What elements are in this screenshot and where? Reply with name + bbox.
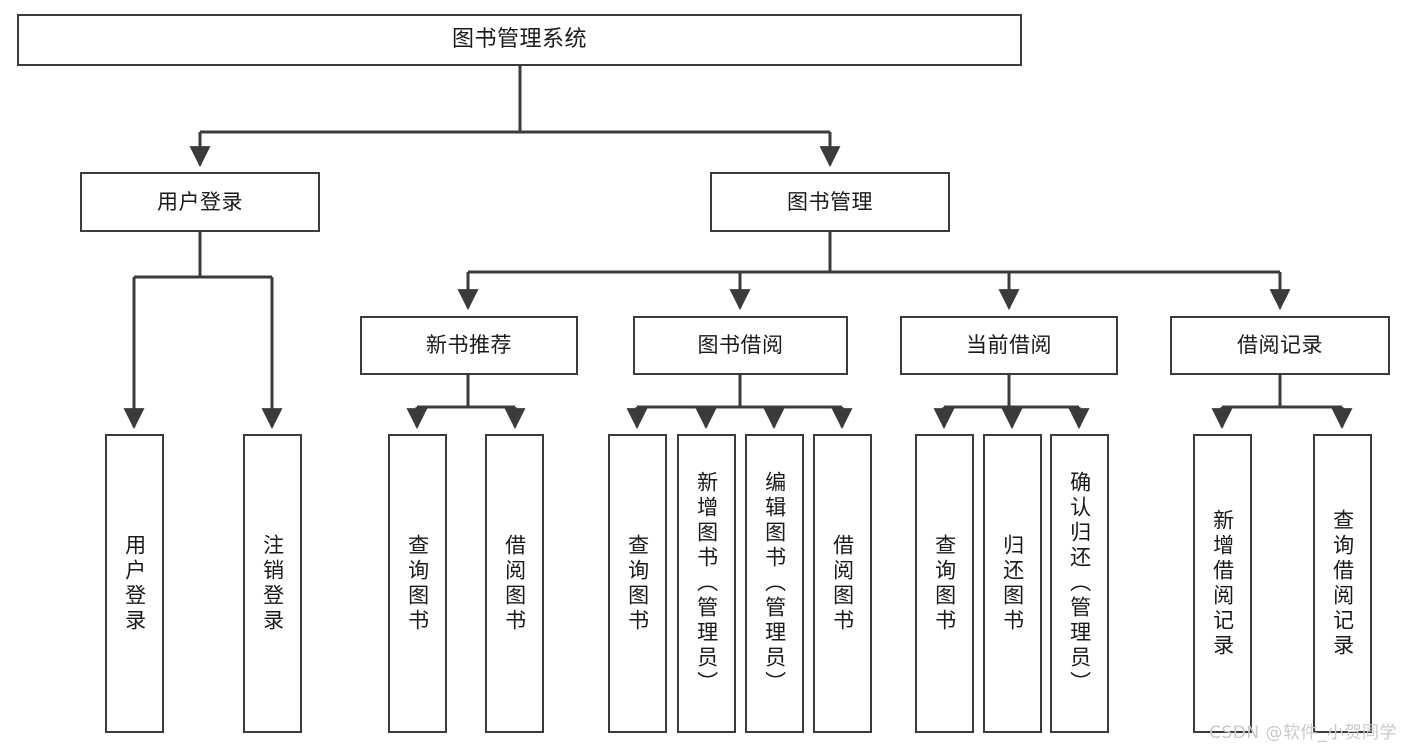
watermark-text: CSDN @软件_小贺同学 <box>1209 723 1397 743</box>
node-leaf-query-record[interactable]: 查询借阅记录 <box>1313 434 1372 733</box>
node-label: 编辑图书（管理员） <box>762 471 787 696</box>
node-label: 借阅图书 <box>502 533 527 634</box>
node-book-borrow[interactable]: 图书借阅 <box>633 316 848 375</box>
node-new-book-recommend[interactable]: 新书推荐 <box>360 316 578 375</box>
node-label: 注销登录 <box>260 533 285 634</box>
node-label: 图书借阅 <box>697 333 784 358</box>
node-label: 用户登录 <box>122 533 147 634</box>
node-leaf-confirm-return[interactable]: 确认归还（管理员） <box>1050 434 1109 733</box>
node-leaf-query-book-2[interactable]: 查询图书 <box>608 434 667 733</box>
node-label: 确认归还（管理员） <box>1067 471 1092 696</box>
node-label: 新增图书（管理员） <box>694 471 719 696</box>
node-label: 图书管理 <box>787 189 873 214</box>
node-leaf-return-book[interactable]: 归还图书 <box>983 434 1042 733</box>
node-label: 用户登录 <box>157 189 243 214</box>
node-leaf-user-login[interactable]: 用户登录 <box>105 434 164 733</box>
node-user-login[interactable]: 用户登录 <box>80 172 320 232</box>
node-label: 归还图书 <box>1000 533 1025 634</box>
node-current-borrow[interactable]: 当前借阅 <box>900 316 1118 375</box>
node-label: 借阅图书 <box>830 533 855 634</box>
node-book-management-system[interactable]: 图书管理系统 <box>17 14 1022 66</box>
node-leaf-query-book-1[interactable]: 查询图书 <box>388 434 447 733</box>
node-label: 查询图书 <box>932 533 957 634</box>
node-leaf-edit-book[interactable]: 编辑图书（管理员） <box>745 434 804 733</box>
node-leaf-logout-login[interactable]: 注销登录 <box>243 434 302 733</box>
node-leaf-query-book-3[interactable]: 查询图书 <box>915 434 974 733</box>
node-label: 借阅记录 <box>1237 333 1323 358</box>
node-label: 当前借阅 <box>966 333 1052 358</box>
node-leaf-add-book[interactable]: 新增图书（管理员） <box>677 434 736 733</box>
node-label: 查询借阅记录 <box>1330 508 1355 659</box>
node-leaf-borrow-book-2[interactable]: 借阅图书 <box>813 434 872 733</box>
node-leaf-add-record[interactable]: 新增借阅记录 <box>1193 434 1252 733</box>
node-label: 查询图书 <box>625 533 650 634</box>
node-label: 新增借阅记录 <box>1210 508 1235 659</box>
node-label: 新书推荐 <box>426 333 512 358</box>
node-label: 查询图书 <box>405 533 430 634</box>
node-book-management[interactable]: 图书管理 <box>710 172 950 232</box>
node-label: 图书管理系统 <box>451 27 587 53</box>
node-borrow-record[interactable]: 借阅记录 <box>1170 316 1390 375</box>
node-leaf-borrow-book-1[interactable]: 借阅图书 <box>485 434 544 733</box>
